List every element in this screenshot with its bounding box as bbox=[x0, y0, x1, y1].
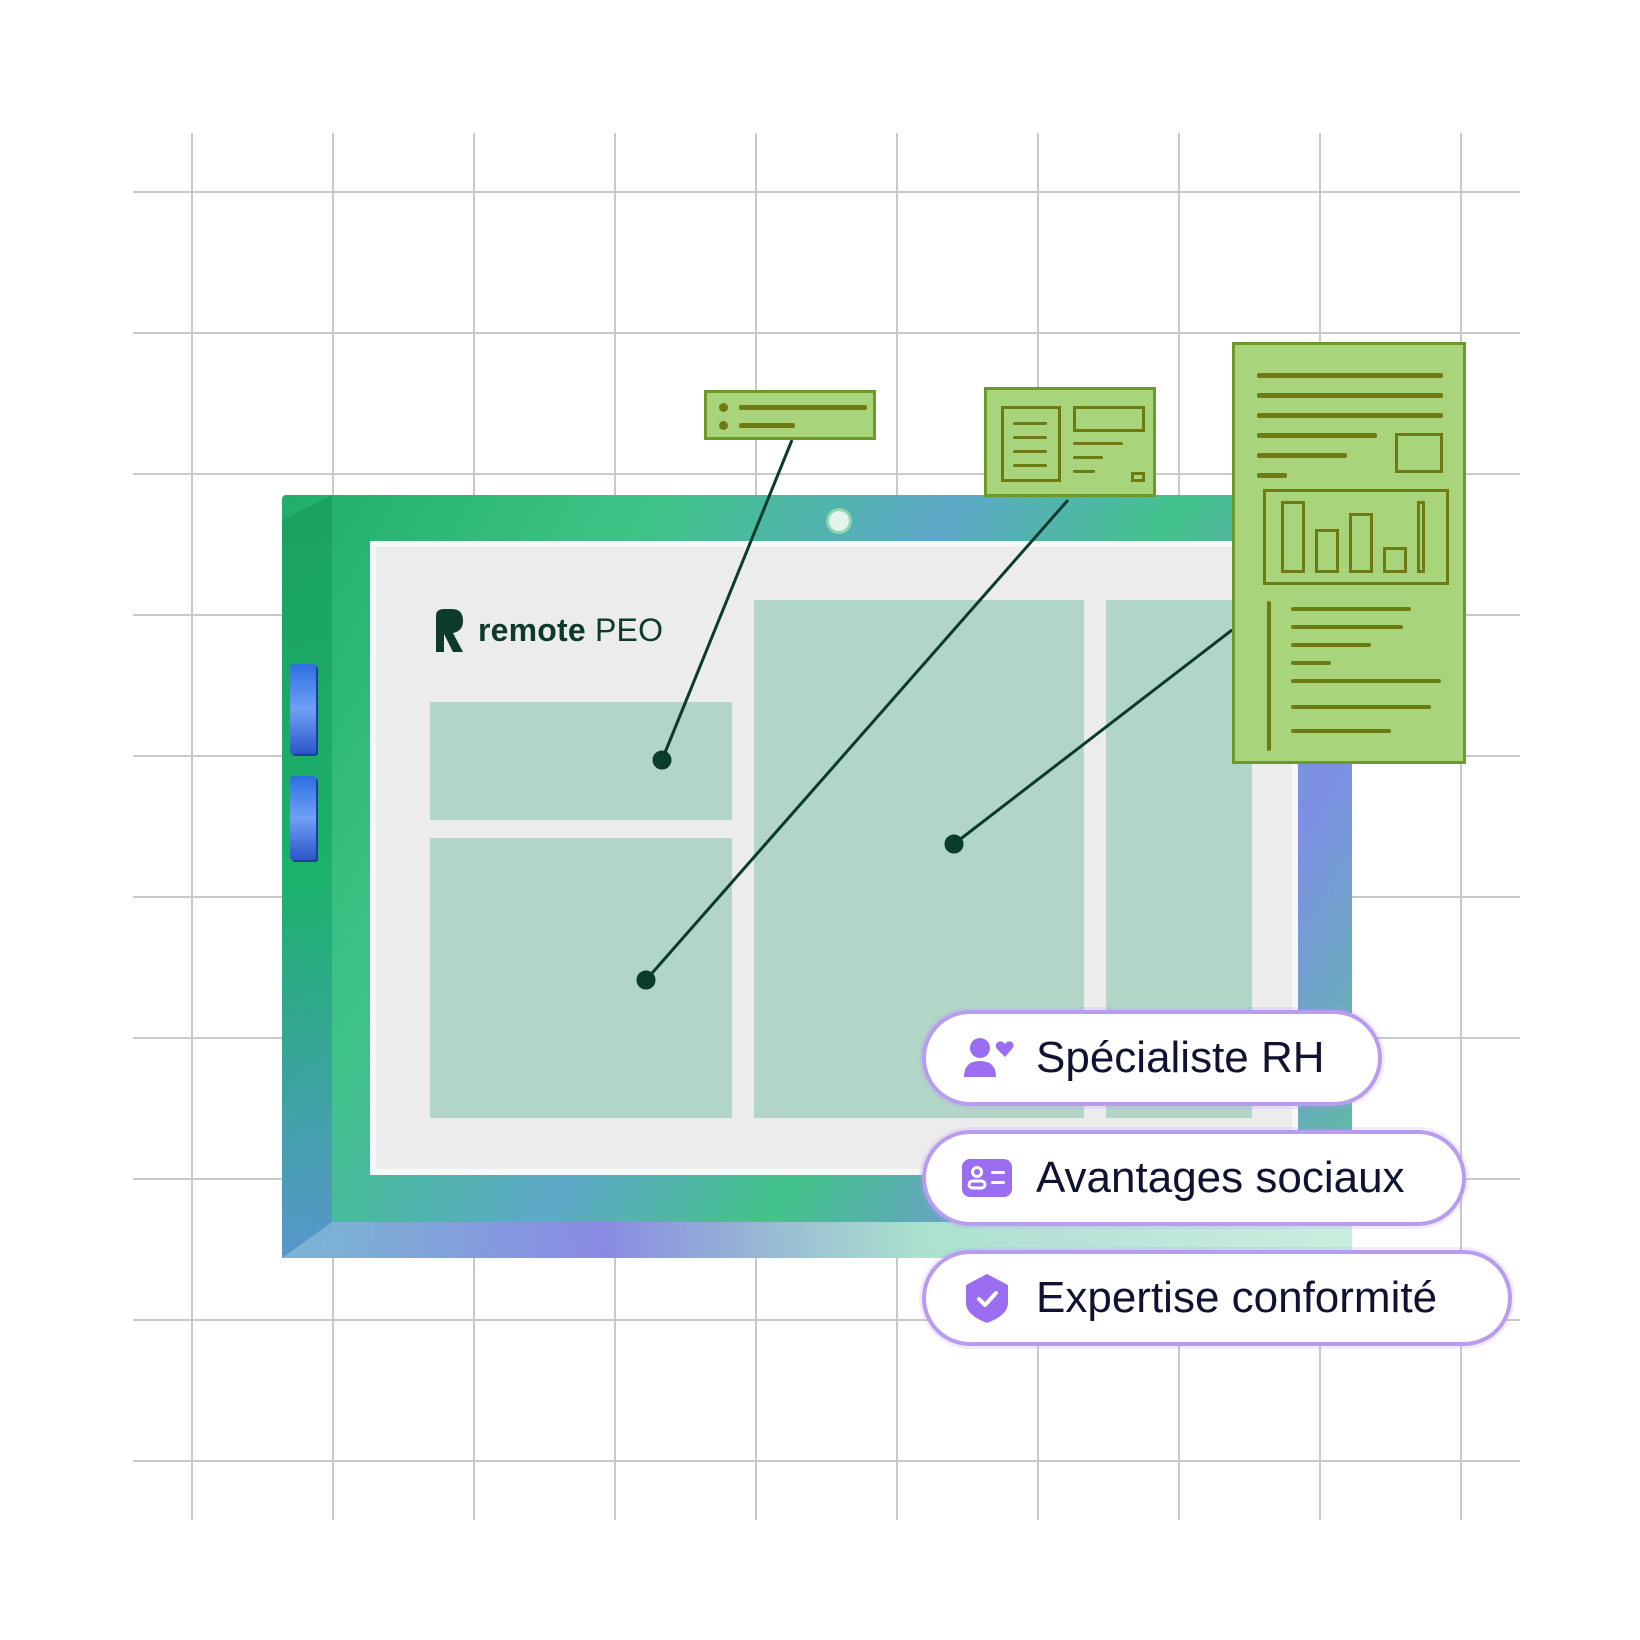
person-heart-icon bbox=[964, 1038, 1014, 1077]
feature-pill-compliance: Expertise conformité bbox=[922, 1250, 1512, 1346]
feature-label-hr-specialist: Spécialiste RH bbox=[1036, 1033, 1325, 1082]
note-profile-card bbox=[984, 387, 1156, 497]
note-document-report bbox=[1232, 342, 1466, 764]
brand-name: remote bbox=[478, 611, 586, 648]
feature-pill-hr-specialist: Spécialiste RH bbox=[922, 1010, 1382, 1106]
feature-label-compliance: Expertise conformité bbox=[1036, 1273, 1438, 1322]
tablet-side-button-bottom bbox=[290, 776, 316, 860]
tablet-side-edge bbox=[282, 495, 332, 1258]
tablet-side-button-top bbox=[290, 664, 316, 754]
note-list-card bbox=[704, 390, 876, 440]
shield-check-icon bbox=[966, 1274, 1008, 1323]
feature-label-benefits: Avantages sociaux bbox=[1036, 1153, 1405, 1202]
remote-r-logo-icon bbox=[436, 609, 463, 652]
id-card-icon bbox=[962, 1159, 1012, 1197]
remote-peo-logo: remote PEO bbox=[432, 605, 663, 655]
brand-product: PEO bbox=[595, 611, 664, 648]
camera-icon bbox=[826, 508, 852, 534]
bar-chart-icon bbox=[1263, 489, 1449, 585]
feature-pill-benefits: Avantages sociaux bbox=[922, 1130, 1466, 1226]
dashboard-panel-bottom-left bbox=[430, 838, 732, 1118]
dashboard-panel-top-left bbox=[430, 702, 732, 820]
